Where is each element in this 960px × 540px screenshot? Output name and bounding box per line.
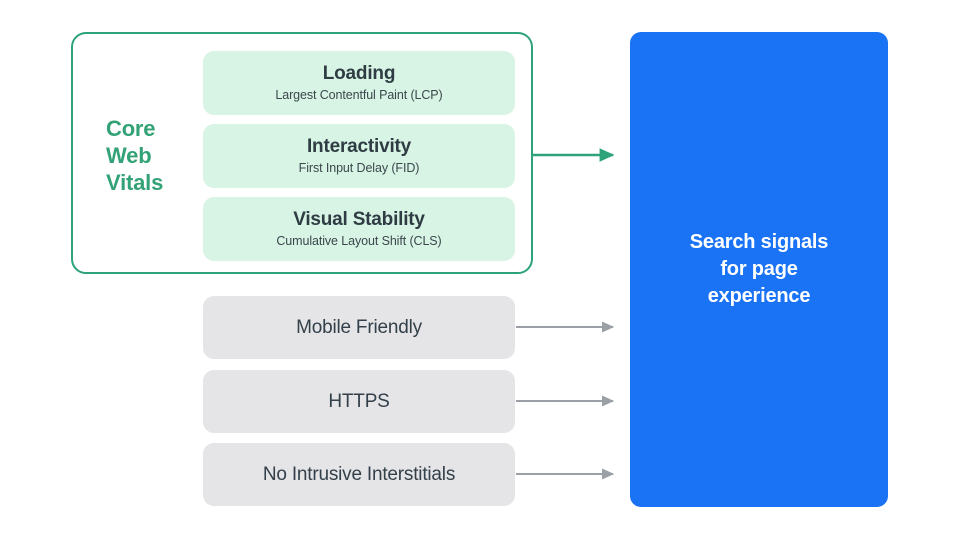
core-web-vitals-label: Core Web Vitals <box>106 115 198 196</box>
mobile-friendly-label: Mobile Friendly <box>296 316 422 338</box>
no-intrusive-interstitials-box[interactable]: No Intrusive Interstitials <box>203 443 515 506</box>
search-signals-title-line-3: experience <box>707 285 811 307</box>
metric-card-loading[interactable]: Loading Largest Contentful Paint (LCP) <box>203 51 515 115</box>
search-signals-panel: Search signals for page experience <box>630 32 888 507</box>
mobile-friendly-box[interactable]: Mobile Friendly <box>203 296 515 359</box>
search-signals-title-line-2: for page <box>720 258 798 280</box>
metric-title-visual-stability: Visual Stability <box>293 209 425 230</box>
core-web-vitals-label-line-2: Web <box>106 143 152 168</box>
https-box[interactable]: HTTPS <box>203 370 515 433</box>
metric-card-visual-stability[interactable]: Visual Stability Cumulative Layout Shift… <box>203 197 515 261</box>
metric-subtitle-interactivity: First Input Delay (FID) <box>298 161 420 175</box>
core-web-vitals-label-line-3: Vitals <box>106 170 164 195</box>
search-signals-title: Search signals for page experience <box>689 229 829 310</box>
https-label: HTTPS <box>328 390 390 412</box>
search-signals-title-line-1: Search signals <box>689 231 829 253</box>
no-intrusive-interstitials-label: No Intrusive Interstitials <box>262 463 456 485</box>
core-web-vitals-group <box>71 32 533 274</box>
metric-card-interactivity[interactable]: Interactivity First Input Delay (FID) <box>203 124 515 188</box>
core-web-vitals-label-line-1: Core <box>106 116 156 141</box>
metric-title-loading: Loading <box>322 63 396 84</box>
metric-subtitle-visual-stability: Cumulative Layout Shift (CLS) <box>276 234 442 248</box>
metric-title-interactivity: Interactivity <box>306 136 412 157</box>
metric-subtitle-loading: Largest Contentful Paint (LCP) <box>275 88 443 102</box>
